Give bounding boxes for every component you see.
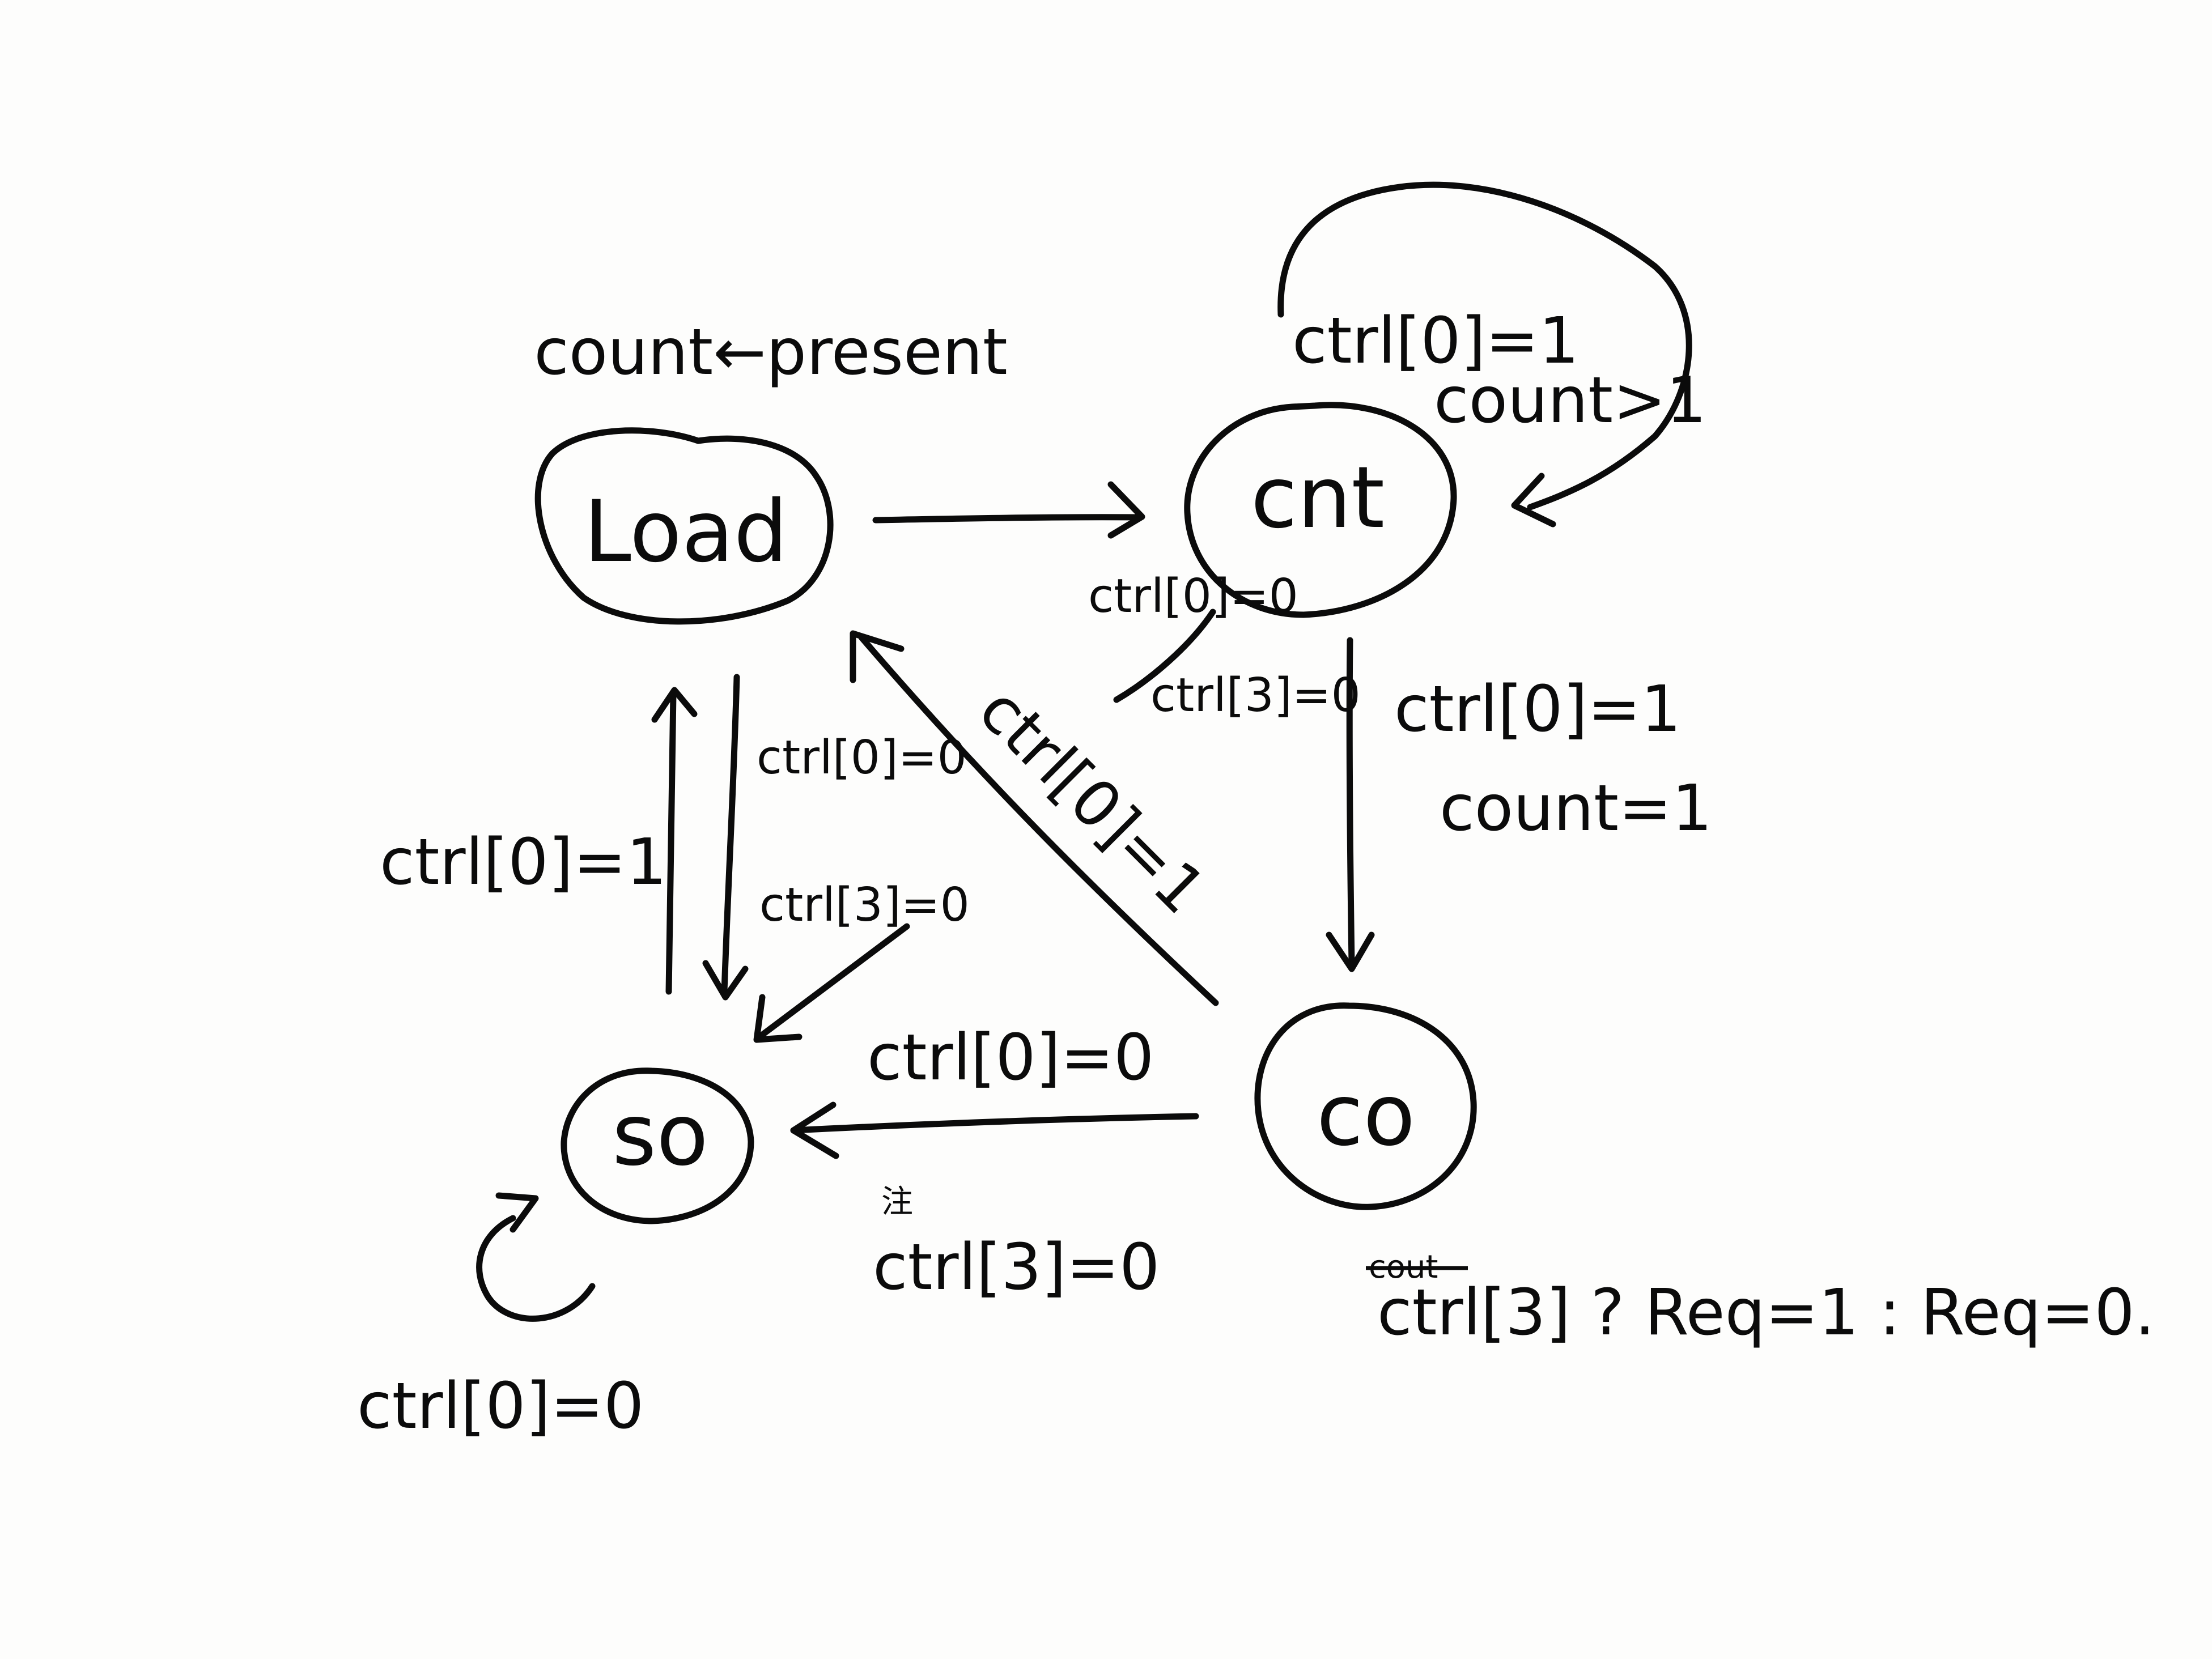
edge-load-to-so: ctrl[0]=0 ctrl[3]=0	[702, 674, 970, 1043]
edge-co-to-so: ctrl[0]=0 注 ctrl[3]=0	[790, 1021, 1199, 1304]
edge-cnt-to-so-line	[1113, 609, 1216, 703]
state-co: co	[1254, 1002, 1477, 1210]
edge-cnt-to-co-cond1: ctrl[0]=1	[1394, 673, 1681, 746]
state-load-circle	[534, 427, 834, 625]
edge-load-to-cnt-line	[872, 514, 1143, 524]
edge-cnt-to-co: ctrl[0]=1 count=1	[1326, 637, 1712, 972]
state-load-label: Load	[584, 483, 788, 581]
edge-co-to-load-arrowhead	[850, 630, 905, 683]
edge-co-to-so-line	[790, 1113, 1199, 1134]
edge-cnt-self: ctrl[0]=1 count>1	[1277, 181, 1706, 528]
edge-co-to-so-cond1: ctrl[0]=0	[867, 1021, 1154, 1095]
edge-co-to-load-line	[858, 634, 1219, 1006]
edge-cnt-to-so-cond1: ctrl[0]=0	[1088, 569, 1298, 623]
edge-co-to-so-arrowhead	[790, 1101, 839, 1159]
edge-so-self-loop	[476, 1215, 596, 1322]
edge-cnt-to-co-cond2: count=1	[1440, 772, 1712, 845]
edge-cnt-to-co-arrowhead	[1326, 931, 1375, 972]
edge-so-to-load-cond: ctrl[0]=1	[380, 826, 666, 899]
edge-co-to-so-struck-mark: 注	[881, 1184, 913, 1220]
edge-so-self-arrowhead	[495, 1192, 539, 1233]
state-load: Load count←present	[534, 316, 1008, 625]
state-cnt: cnt	[1184, 402, 1457, 618]
edge-so-to-load: ctrl[0]=1	[380, 687, 698, 995]
co-action-label: ctrl[3] ? Req=1 : Req=0.	[1377, 1276, 2155, 1350]
state-so-label: so	[612, 1086, 708, 1185]
state-cnt-circle	[1184, 402, 1457, 618]
edge-co-to-so-cond2: ctrl[3]=0	[873, 1231, 1160, 1304]
load-action-label: count←present	[534, 316, 1008, 389]
edge-cnt-to-co-line	[1346, 637, 1355, 967]
edge-so-to-load-arrowhead	[651, 687, 698, 723]
edge-cnt-to-so-cond2: ctrl[3]=0	[1150, 669, 1361, 722]
edge-cnt-self-loop	[1277, 181, 1692, 511]
edge-cnt-to-so: ctrl[0]=0 ctrl[3]=0	[1088, 569, 1361, 722]
edge-load-to-so-line	[721, 674, 740, 995]
state-so: so	[561, 1067, 754, 1224]
edge-cnt-self-cond2: count>1	[1434, 364, 1706, 437]
edge-so-self: ctrl[0]=0	[357, 1192, 644, 1443]
edge-cnt-self-cond1: ctrl[0]=1	[1292, 304, 1579, 378]
edge-load-to-cnt-arrowhead	[1107, 481, 1145, 539]
co-action: cout ctrl[3] ? Req=1 : Req=0.	[1366, 1249, 2155, 1350]
state-cnt-label: cnt	[1251, 449, 1385, 547]
edge-load-to-so-cond2: ctrl[3]=0	[759, 878, 970, 932]
state-so-circle	[561, 1067, 754, 1224]
edge-load-to-so-diagonal-line	[756, 923, 910, 1040]
edge-load-to-so-diagonal-arrowhead	[753, 994, 803, 1043]
edge-so-self-cond: ctrl[0]=0	[357, 1369, 644, 1443]
state-co-circle	[1254, 1002, 1477, 1210]
state-co-label: co	[1317, 1066, 1415, 1165]
edge-cnt-self-arrowhead	[1511, 473, 1556, 528]
edge-load-to-so-arrowhead	[702, 960, 749, 1001]
edge-load-to-cnt	[872, 481, 1145, 539]
edge-so-to-load-line	[665, 691, 677, 995]
edge-load-to-so-cond1: ctrl[0]=0	[757, 731, 967, 785]
